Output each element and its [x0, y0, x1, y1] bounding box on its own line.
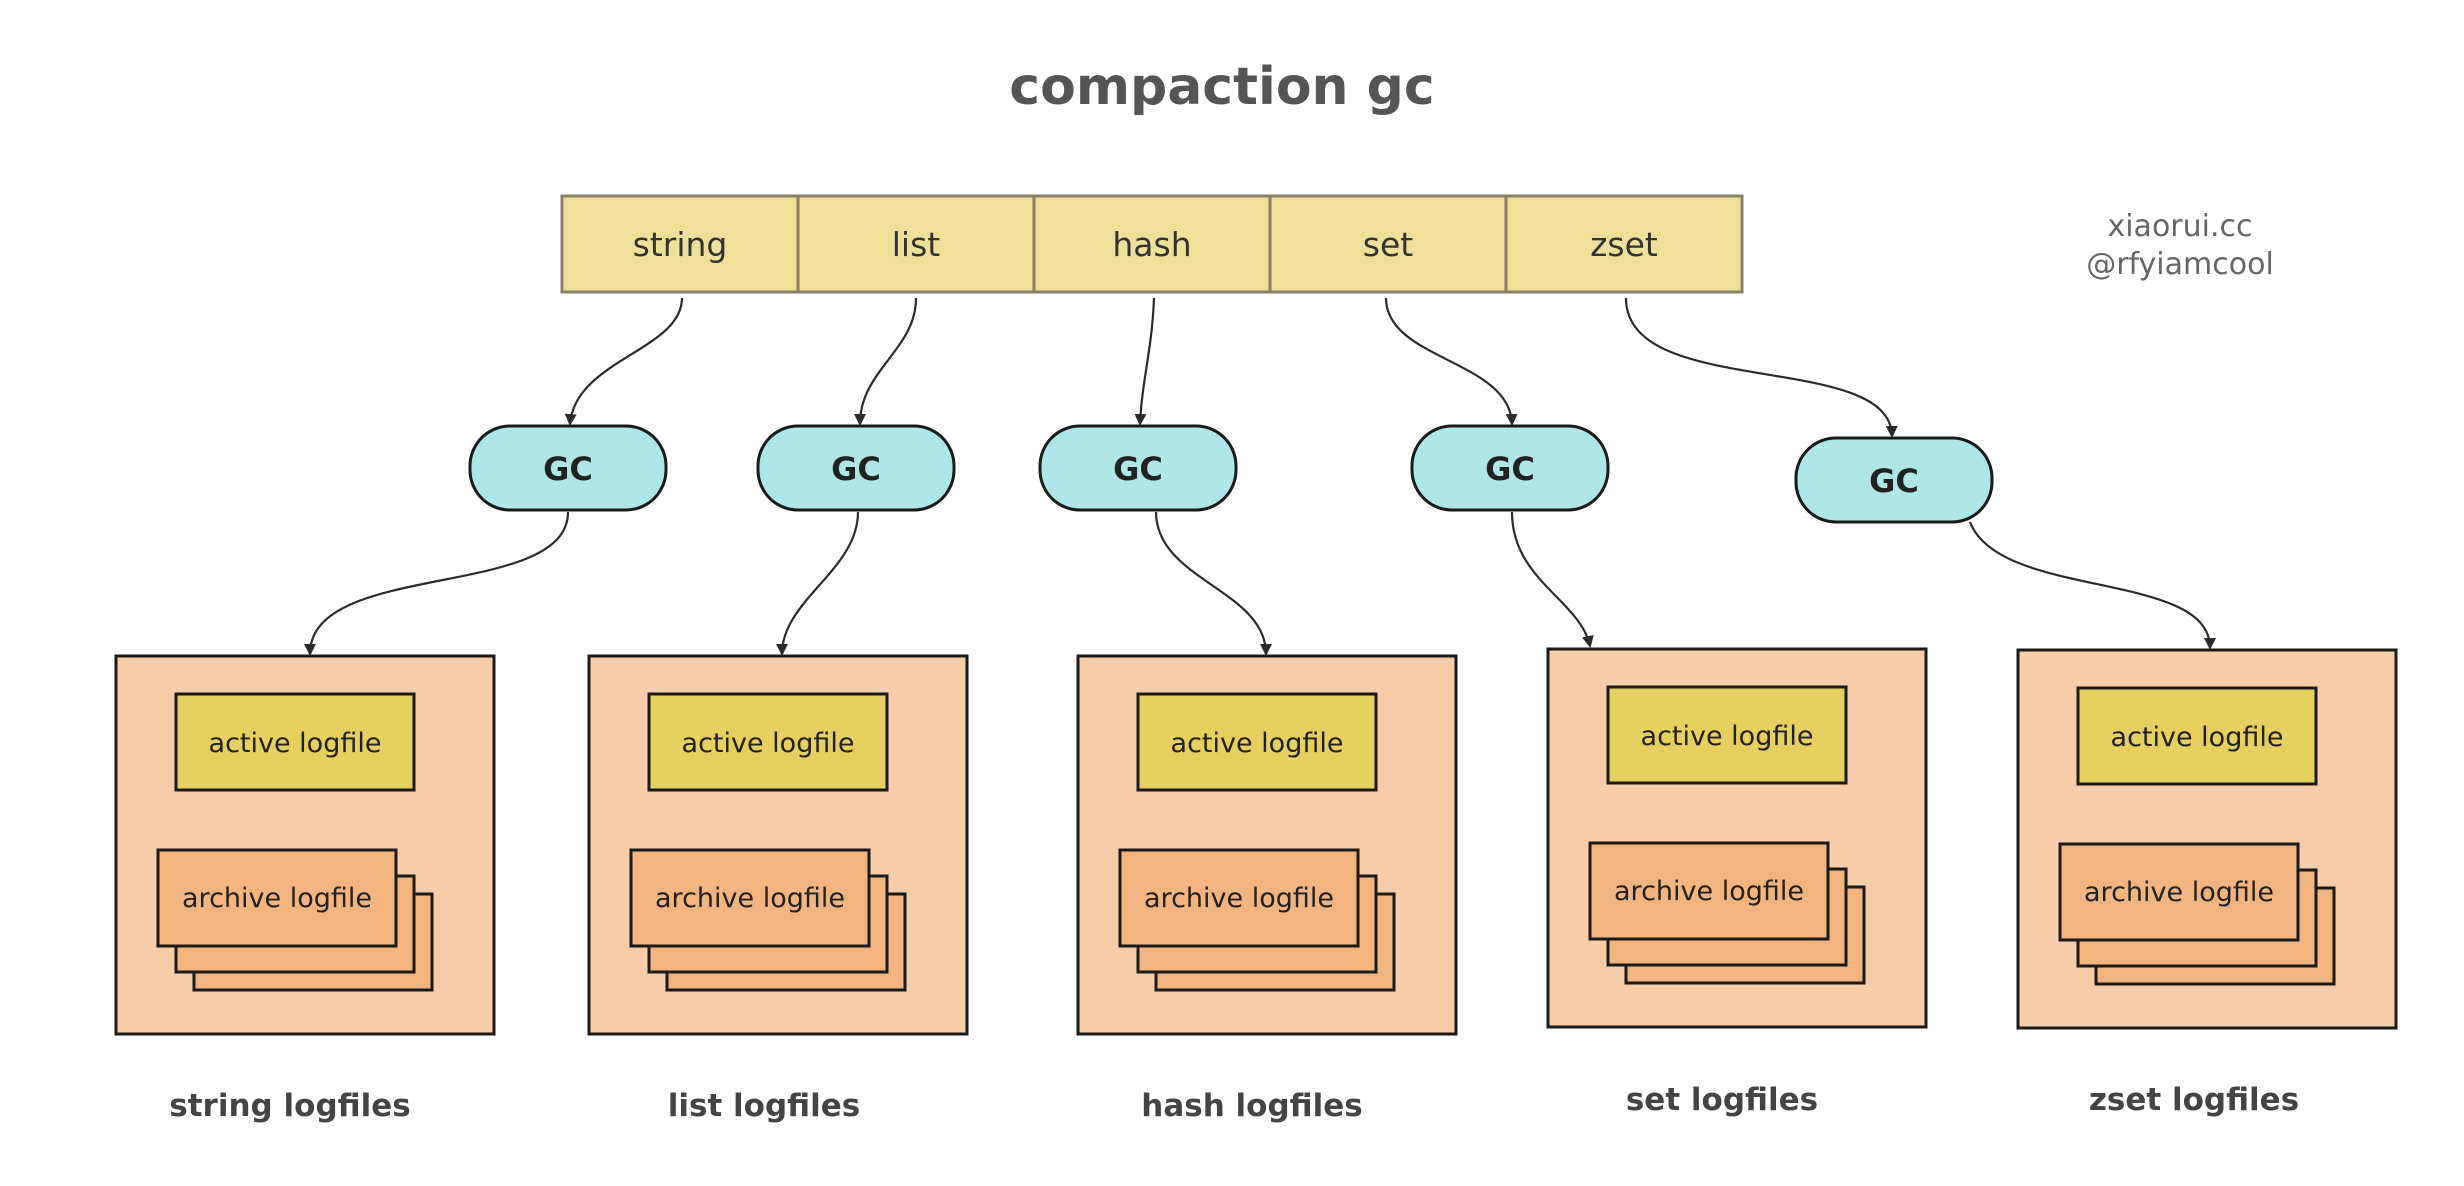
edge-gc-to-set-logfiles — [1510, 511, 1594, 648]
edge-gc-to-hash-logfiles — [1154, 511, 1272, 656]
type-to-gc-edges — [564, 297, 1898, 438]
gc-node-zset: GC — [1794, 436, 1994, 524]
gc-node-label: GC — [831, 450, 881, 488]
group-label: zset logfiles — [2089, 1082, 2299, 1118]
group-label: hash logfiles — [1141, 1088, 1363, 1124]
active-logfile-box — [174, 692, 416, 792]
gc-node-list: GC — [756, 424, 956, 512]
type-cell-label: list — [892, 225, 941, 264]
type-cell-zset: zset — [1504, 194, 1744, 294]
type-cell-label: hash — [1112, 225, 1191, 264]
type-cell-string: string — [560, 194, 800, 294]
edge-hash-to-gc — [1134, 297, 1156, 426]
group-label: list logfiles — [668, 1088, 861, 1124]
edge-zset-to-gc — [1624, 297, 1898, 438]
active-logfile-box — [647, 692, 889, 792]
archive-logfile-box — [156, 848, 398, 948]
type-cell-set: set — [1268, 194, 1508, 294]
gc-node-hash: GC — [1038, 424, 1238, 512]
edge-gc-to-list-logfiles — [776, 511, 860, 656]
archive-logfile-label: archive logfile — [1144, 883, 1334, 914]
diagram-title: compaction gc — [1009, 57, 1434, 117]
group-label: set logfiles — [1626, 1082, 1818, 1118]
edge-set-to-gc — [1384, 297, 1518, 426]
type-cell-label: string — [633, 225, 728, 264]
edge-gc-to-string-logfiles — [304, 511, 570, 656]
active-logfile-box — [2076, 686, 2318, 786]
logfile-group-set: active logfile archive logfile set logfi… — [1546, 647, 1928, 1118]
archive-logfile-box — [629, 848, 871, 948]
credit-site: xiaorui.cc — [2107, 209, 2252, 244]
credit-handle: @rfyiamcool — [2086, 247, 2274, 282]
gc-node-label: GC — [1869, 462, 1919, 500]
logfile-group-list: active logfile archive logfile list logf… — [587, 654, 969, 1124]
group-label: string logfiles — [169, 1088, 410, 1124]
gc-node-label: GC — [1485, 450, 1535, 488]
active-logfile-label: active logfile — [2111, 722, 2284, 753]
edge-gc-to-zset-logfiles — [1968, 521, 2216, 650]
type-bar: string list hash set zset — [560, 194, 1744, 294]
active-logfile-label: active logfile — [1641, 721, 1814, 752]
gc-node-string: GC — [468, 424, 668, 512]
archive-logfile-box — [2058, 842, 2300, 942]
edge-string-to-gc — [564, 297, 684, 426]
active-logfile-label: active logfile — [1171, 728, 1344, 759]
logfile-group-string: active logfile archive logfile string lo… — [114, 654, 496, 1124]
gc-node-label: GC — [1113, 450, 1163, 488]
active-logfile-box — [1606, 685, 1848, 785]
edge-list-to-gc — [854, 297, 918, 426]
gc-node-label: GC — [543, 450, 593, 488]
archive-logfile-label: archive logfile — [2084, 877, 2274, 908]
type-cell-label: zset — [1590, 225, 1658, 264]
active-logfile-label: active logfile — [682, 728, 855, 759]
gc-to-group-edges — [304, 511, 2216, 656]
active-logfile-label: active logfile — [209, 728, 382, 759]
archive-logfile-label: archive logfile — [1614, 876, 1804, 907]
gc-node-set: GC — [1410, 424, 1610, 512]
archive-logfile-box — [1588, 841, 1830, 941]
archive-logfile-label: archive logfile — [655, 883, 845, 914]
active-logfile-box — [1136, 692, 1378, 792]
logfile-group-hash: active logfile archive logfile hash logf… — [1076, 654, 1458, 1124]
archive-logfile-box — [1118, 848, 1360, 948]
logfile-group-zset: active logfile archive logfile zset logf… — [2016, 648, 2398, 1118]
gc-nodes: GC GC GC GC GC — [468, 424, 1994, 524]
type-cell-list: list — [796, 194, 1036, 294]
type-cell-hash: hash — [1032, 194, 1272, 294]
type-cell-label: set — [1363, 225, 1413, 264]
archive-logfile-label: archive logfile — [182, 883, 372, 914]
